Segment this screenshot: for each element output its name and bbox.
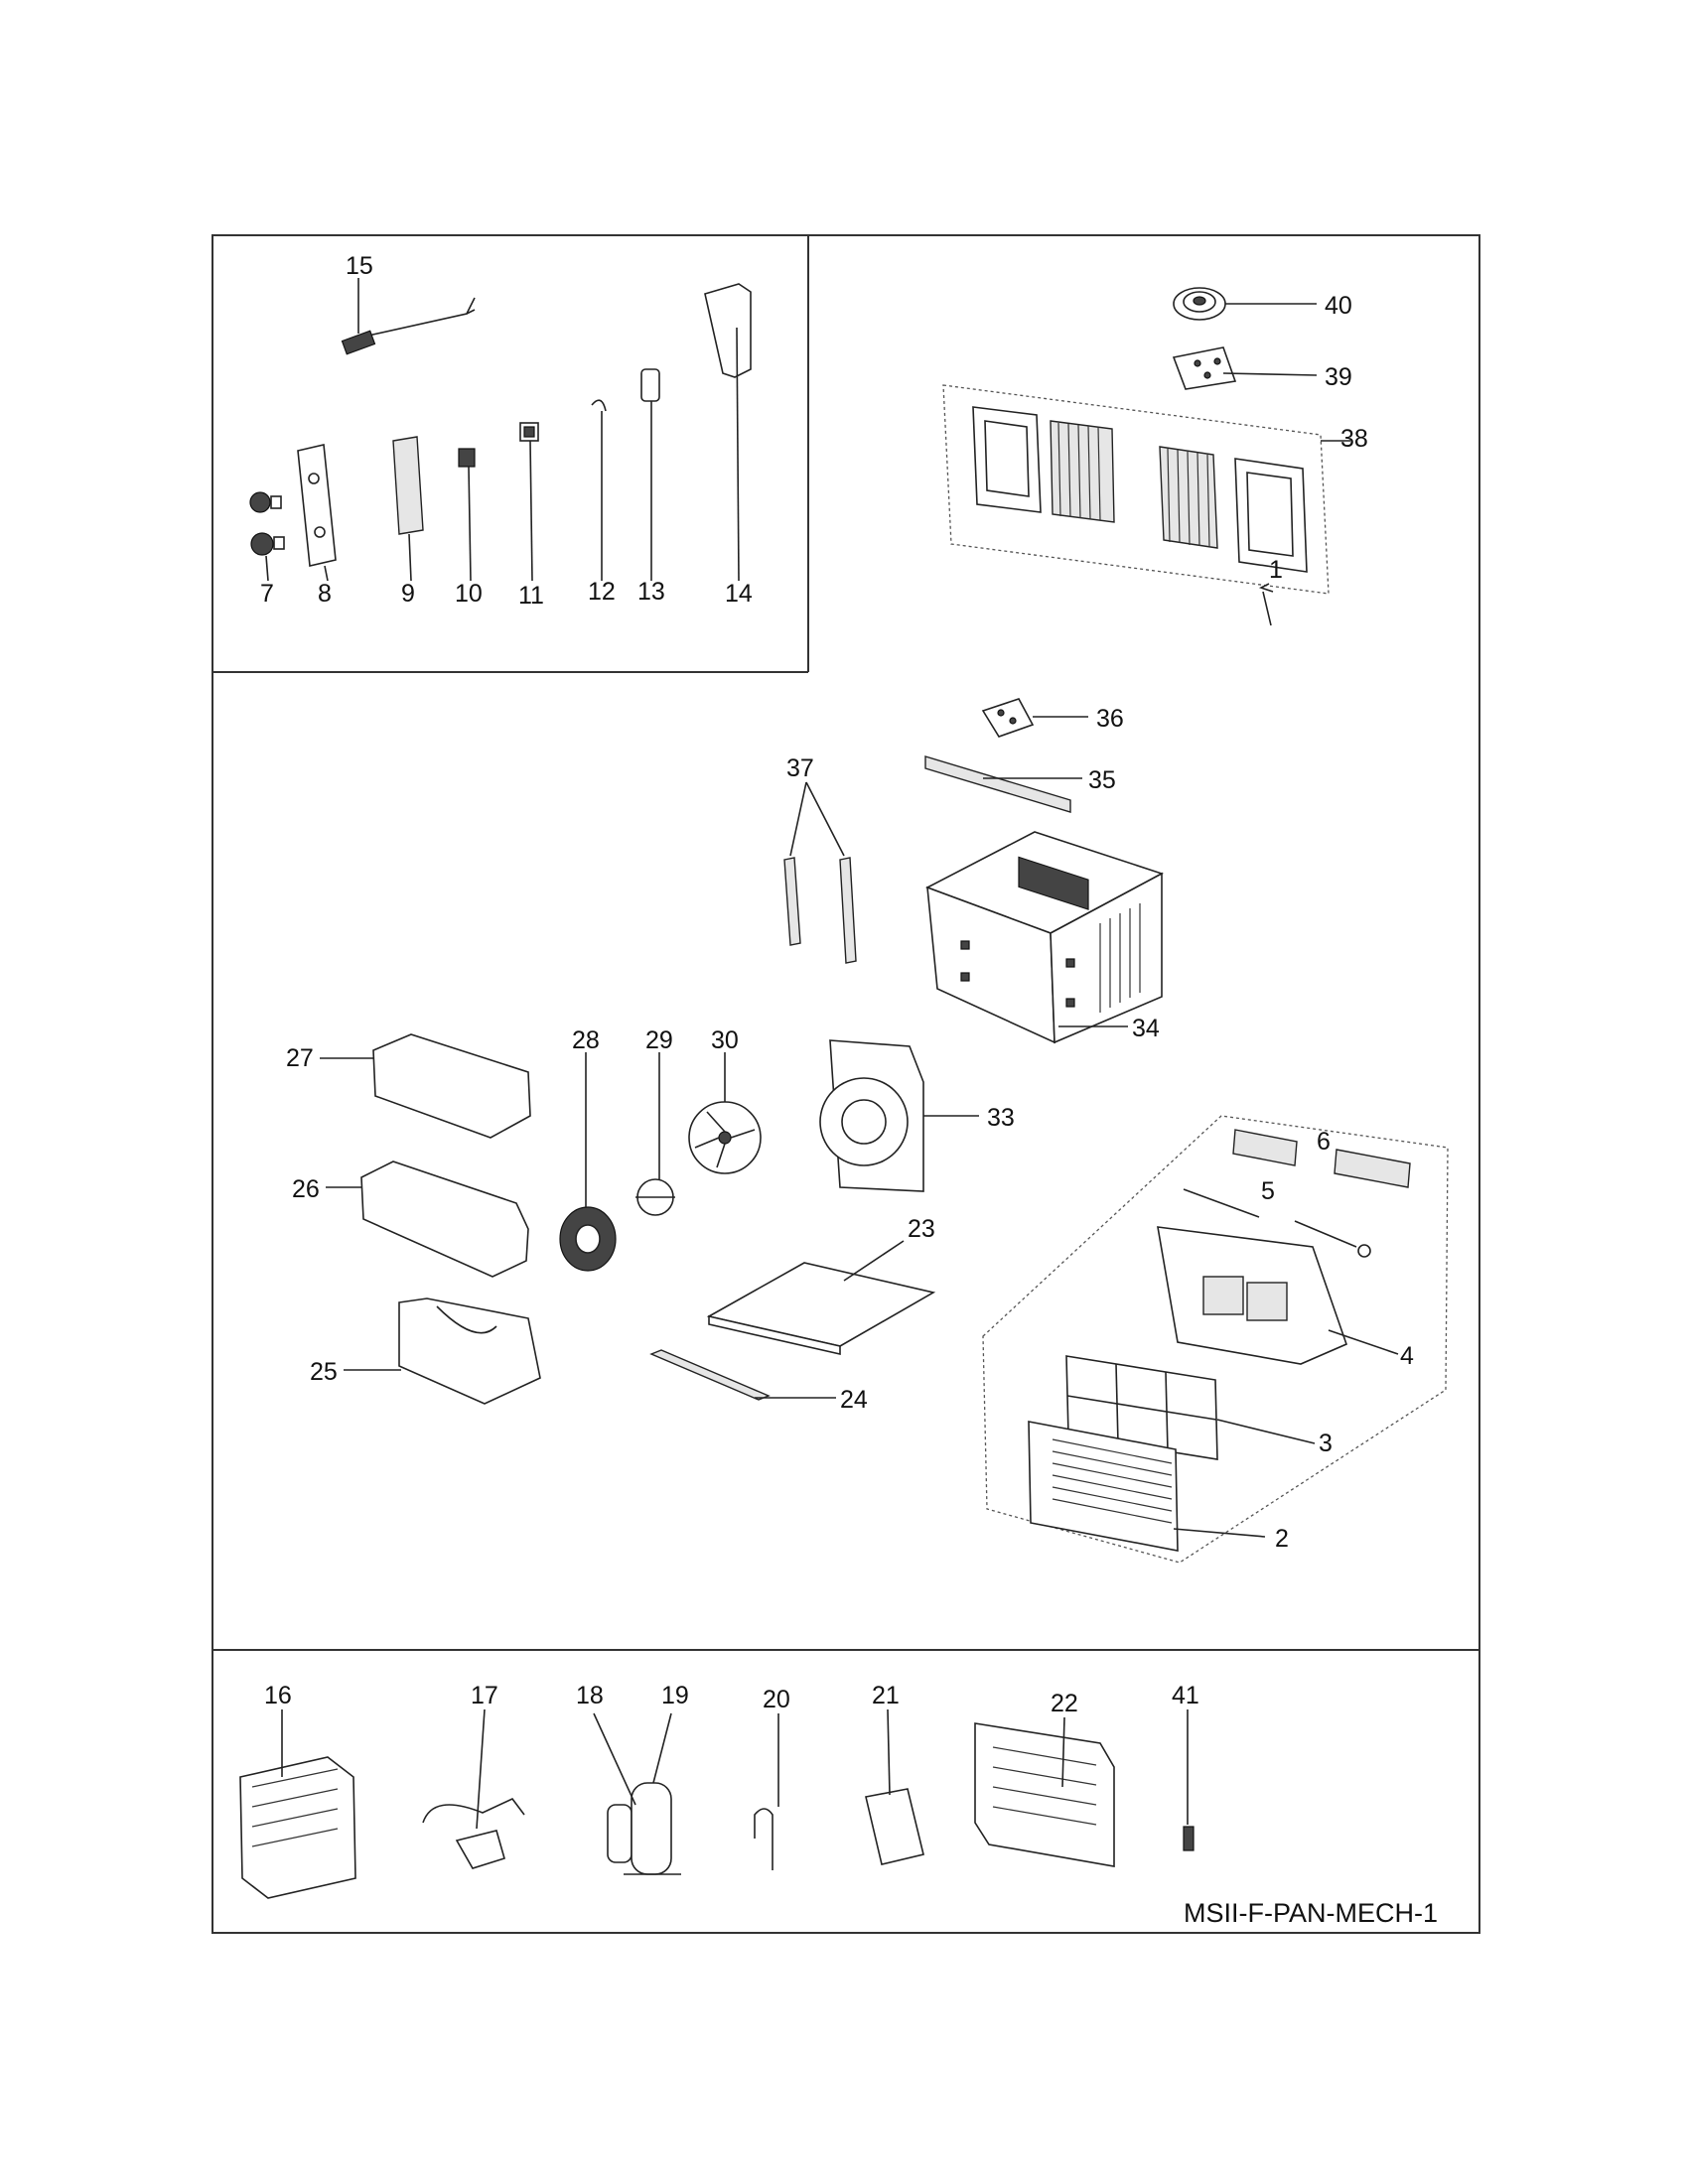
callout-16: 16: [264, 1682, 292, 1709]
cabinet-part: [925, 831, 1165, 1044]
discharge-tube-part: [754, 1713, 779, 1870]
callout-2: 2: [1275, 1525, 1289, 1553]
evaporator-coil-part: [239, 1709, 356, 1899]
air-duct-part-27: [320, 1033, 531, 1139]
clip-part: [591, 399, 607, 581]
switch-part-11: [519, 422, 539, 582]
callout-41: 41: [1172, 1682, 1199, 1709]
callout-28: 28: [572, 1026, 600, 1054]
callout-labels: 15 7 8 9 10 11 12 13 14 40 39 38 36 37 3…: [260, 252, 1414, 1717]
callout-38: 38: [1340, 425, 1368, 453]
callout-18: 18: [576, 1682, 604, 1709]
drawing-code: MSII-F-PAN-MECH-1: [1184, 1898, 1438, 1928]
callout-3: 3: [1319, 1430, 1333, 1457]
capillary-assembly-part: [422, 1708, 525, 1869]
callout-23: 23: [908, 1215, 935, 1243]
electrical-cover-part: [704, 283, 752, 582]
fan-motor-part: [635, 1052, 675, 1216]
callout-25: 25: [310, 1358, 338, 1386]
callout-19: 19: [661, 1682, 689, 1709]
callout-10: 10: [455, 580, 483, 608]
window-kit-part: [942, 384, 1350, 595]
callout-33: 33: [987, 1104, 1015, 1132]
callout-5: 5: [1261, 1177, 1275, 1205]
condenser-coil-part: [974, 1716, 1115, 1867]
power-cord-part: [341, 278, 476, 355]
callout-8: 8: [318, 580, 332, 608]
accessory-bag-part-39: [1172, 346, 1318, 390]
callout-22: 22: [1051, 1690, 1078, 1717]
switch-part-10: [458, 448, 476, 582]
callout-1: 1: [1269, 556, 1283, 584]
temperature-sensor-part: [1183, 1709, 1195, 1851]
pcb-board-part: [392, 436, 424, 582]
compressor-part: [593, 1712, 681, 1875]
callout-11: 11: [518, 582, 544, 610]
callout-34: 34: [1132, 1015, 1160, 1042]
control-panel-part: [297, 444, 337, 582]
accessory-bag-part-36: [981, 698, 1088, 738]
callout-30: 30: [711, 1026, 739, 1054]
callout-36: 36: [1096, 705, 1124, 733]
drain-channel-part: [649, 1349, 836, 1401]
capacitor-part: [640, 368, 660, 581]
callout-37: 37: [786, 754, 814, 782]
callout-21: 21: [872, 1682, 900, 1709]
front-panel-assembly: [982, 583, 1449, 1564]
callout-24: 24: [840, 1386, 868, 1414]
fan-blade-part: [688, 1052, 762, 1174]
callout-27: 27: [286, 1044, 314, 1072]
air-duct-part-25: [344, 1297, 541, 1405]
callout-4: 4: [1400, 1342, 1414, 1370]
callout-26: 26: [292, 1175, 320, 1203]
callout-7: 7: [260, 580, 274, 608]
callout-12: 12: [588, 578, 616, 606]
knob-parts: [249, 491, 285, 582]
callout-14: 14: [725, 580, 753, 608]
callout-20: 20: [763, 1686, 790, 1713]
callout-13: 13: [637, 578, 665, 606]
suction-tube-part: [865, 1708, 924, 1865]
fan-shroud-part: [819, 1039, 979, 1192]
blower-wheel-part: [559, 1052, 617, 1272]
callout-9: 9: [401, 580, 415, 608]
air-duct-part-26: [326, 1160, 529, 1278]
callout-15: 15: [346, 252, 373, 280]
callout-6: 6: [1317, 1128, 1331, 1156]
insulation-coil-part: [1173, 287, 1317, 321]
callout-29: 29: [645, 1026, 673, 1054]
callout-35: 35: [1088, 766, 1116, 794]
top-seal-strip-part: [924, 755, 1082, 813]
side-seal-strips-part: [783, 781, 857, 964]
callout-40: 40: [1325, 292, 1352, 320]
callout-39: 39: [1325, 363, 1352, 391]
louver-part: [1183, 1188, 1371, 1258]
diagram-frame: [211, 234, 1480, 1934]
base-pan-part: [706, 1240, 936, 1356]
callout-17: 17: [471, 1682, 498, 1709]
